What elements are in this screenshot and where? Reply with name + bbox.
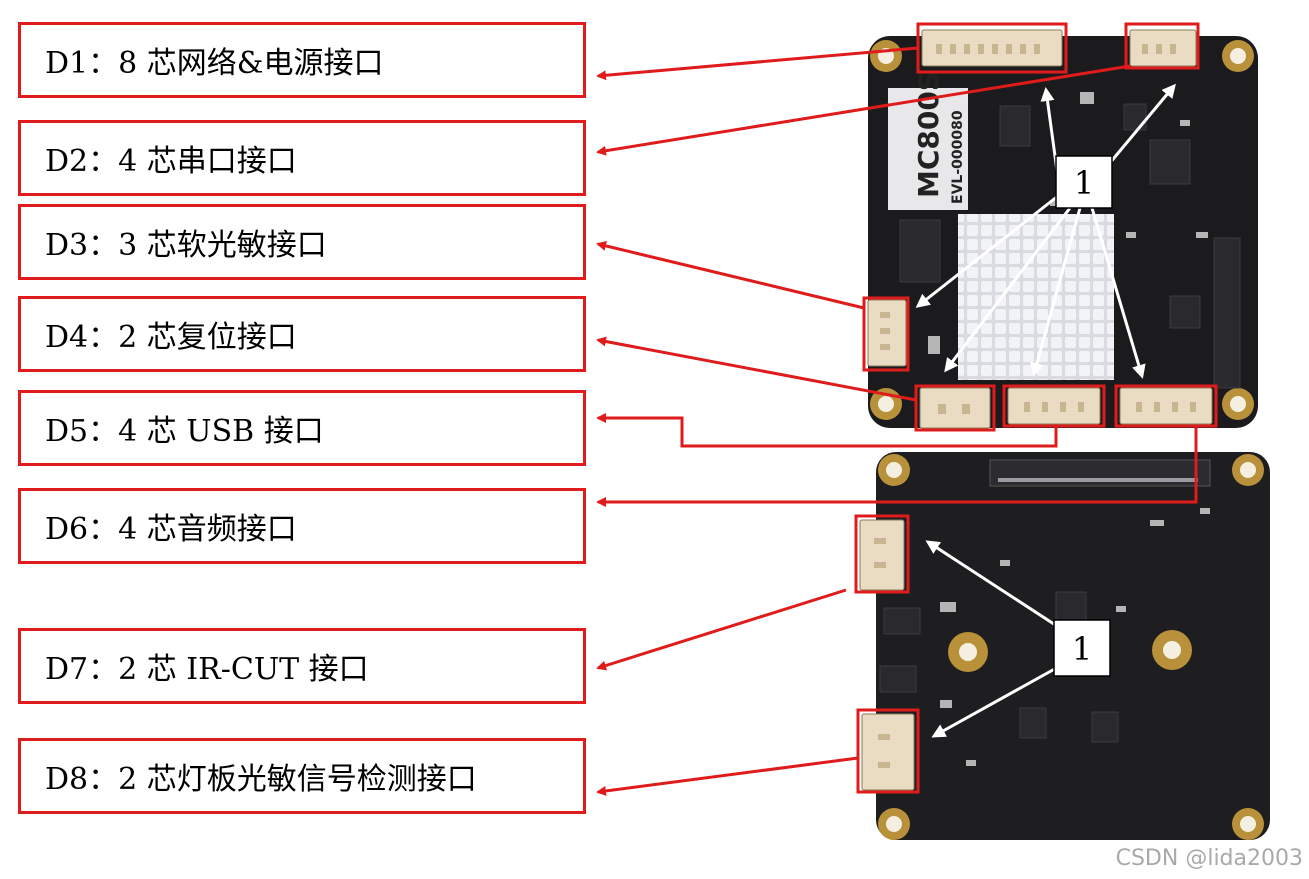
pin1-arrows xyxy=(915,83,1176,738)
module-sticker xyxy=(888,88,968,210)
arrow-d8 xyxy=(596,756,859,796)
mounting-hole xyxy=(878,454,1264,840)
module-name: MC800S xyxy=(912,71,945,198)
watermark: CSDN @lida2003 xyxy=(1115,846,1303,871)
connector-d7 xyxy=(859,519,905,591)
module-serial: EVL-000080 xyxy=(950,110,966,204)
leader-lines xyxy=(596,46,1198,796)
pin1-number: 1 xyxy=(1074,164,1094,202)
label-d2: D2：4 芯串口接口 xyxy=(18,120,586,196)
label-d5: D5：4 芯 USB 接口 xyxy=(18,390,586,466)
pin1-callout-top: 1 xyxy=(1055,155,1113,209)
arrow-d5 xyxy=(596,413,1058,448)
arrow-d7 xyxy=(596,588,847,671)
arrow-d4 xyxy=(596,336,917,402)
fpc-connector xyxy=(989,459,1211,487)
connector-d8 xyxy=(861,713,915,791)
label-d4: D4：2 芯复位接口 xyxy=(18,296,586,372)
pin1-callout-bottom: 1 xyxy=(1053,619,1111,677)
mounting-hole xyxy=(870,40,1254,420)
label-d7: D7：2 芯 IR-CUT 接口 xyxy=(18,628,586,704)
top-board: MC800S EVL-000080 xyxy=(862,22,1258,432)
label-d1: D1：8 芯网络&电源接口 xyxy=(18,22,586,98)
pin1-number: 1 xyxy=(1072,630,1092,668)
arrow-d1 xyxy=(596,46,919,81)
arrow-d6 xyxy=(596,426,1198,507)
connector-d5 xyxy=(1007,387,1101,425)
connector-d2 xyxy=(1129,29,1197,67)
arrow-d3 xyxy=(596,241,865,310)
connector-d1 xyxy=(921,29,1063,67)
heatsink xyxy=(958,214,1114,380)
arrow-d2 xyxy=(596,64,1131,156)
label-d6: D6：4 芯音频接口 xyxy=(18,488,586,564)
label-d3: D3：3 芯软光敏接口 xyxy=(18,204,586,280)
connector-d6 xyxy=(1119,387,1213,425)
connector-d4 xyxy=(919,387,991,429)
connector-d3 xyxy=(867,299,907,367)
label-d8: D8：2 芯灯板光敏信号检测接口 xyxy=(18,738,586,814)
